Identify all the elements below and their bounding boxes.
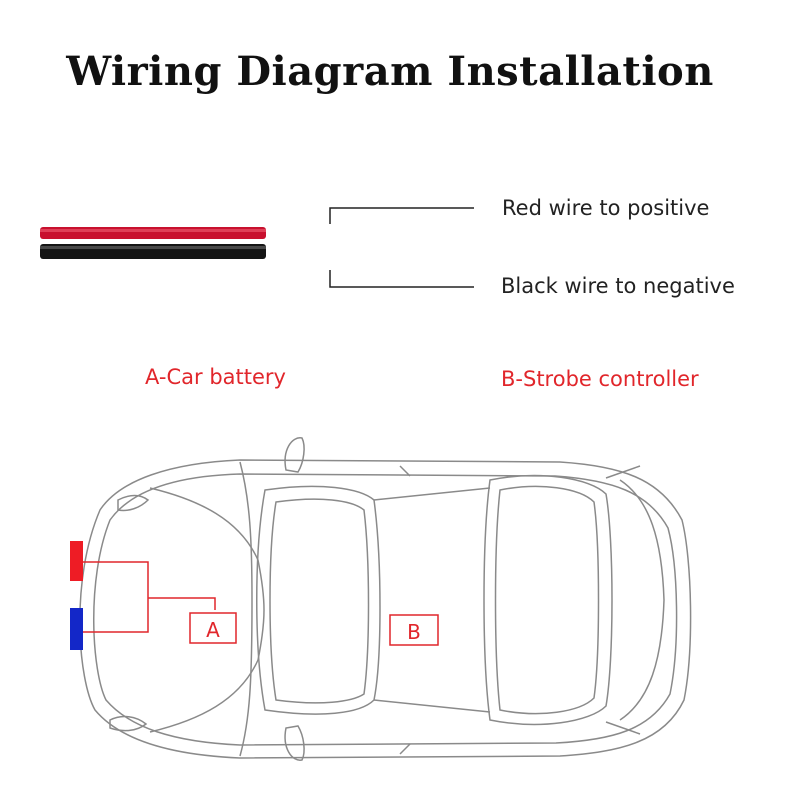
component-b-marker: B — [407, 620, 421, 644]
component-b-box — [389, 614, 439, 646]
cable-icon — [40, 227, 266, 259]
car-outline — [79, 437, 692, 761]
component-a-marker: A — [206, 618, 220, 642]
car-battery-label: A-Car battery — [145, 365, 286, 389]
red-wire-label: Red wire to positive — [502, 196, 710, 220]
diagram-title: Wiring Diagram Installation — [66, 48, 714, 95]
blue-light-bar — [70, 608, 83, 650]
red-light-bar — [70, 541, 83, 581]
black-wire-leader — [329, 270, 474, 288]
red-wire-leader — [329, 207, 474, 224]
black-wire-label: Black wire to negative — [501, 274, 735, 298]
component-a-box — [189, 612, 237, 644]
strobe-controller-label: B-Strobe controller — [501, 367, 699, 391]
wiring-lines — [83, 561, 216, 633]
